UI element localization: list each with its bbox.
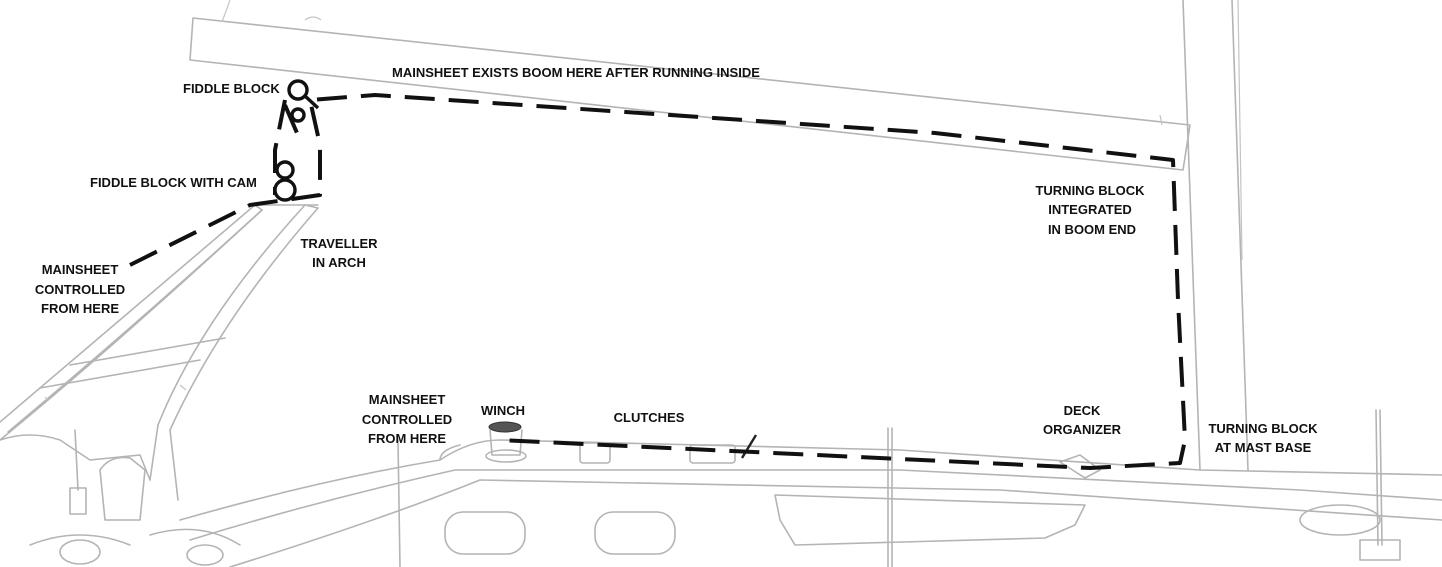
fiddle-block-sheave-icon bbox=[290, 107, 306, 123]
label-winch: WINCH bbox=[481, 403, 525, 418]
winch-icon bbox=[488, 421, 522, 433]
mast bbox=[1182, 0, 1249, 471]
fiddle-blocks bbox=[273, 79, 320, 202]
label-mainsheet-arch-3: FROM HERE bbox=[41, 301, 119, 316]
hull bbox=[179, 409, 1442, 567]
label-turning-block-mast-1: TURNING BLOCK bbox=[1208, 421, 1318, 436]
label-mainsheet-deck-3: FROM HERE bbox=[368, 431, 446, 446]
label-mainsheet-deck-1: MAINSHEET bbox=[369, 392, 446, 407]
boom bbox=[189, 0, 1191, 171]
clutch-icon bbox=[579, 442, 611, 464]
label-mainsheet-arch-1: MAINSHEET bbox=[42, 262, 119, 277]
label-mainsheet-arch-2: CONTROLLED bbox=[35, 282, 125, 297]
label-fiddle-block: FIDDLE BLOCK bbox=[183, 81, 280, 96]
label-boom-exit: MAINSHEET EXISTS BOOM HERE AFTER RUNNING… bbox=[392, 65, 760, 80]
label-fiddle-block-cam: FIDDLE BLOCK WITH CAM bbox=[90, 175, 257, 190]
deck-hardware bbox=[485, 421, 1101, 479]
deck-organizer-icon bbox=[1059, 454, 1101, 479]
label-deck-organizer-2: ORGANIZER bbox=[1043, 422, 1122, 437]
fiddle-block-cam-icon bbox=[275, 160, 295, 180]
label-mainsheet-deck-2: CONTROLLED bbox=[362, 412, 452, 427]
label-turning-block-mast-2: AT MAST BASE bbox=[1215, 440, 1312, 455]
fiddle-block-cam-sheave-icon bbox=[273, 178, 297, 202]
stern-equipment bbox=[0, 429, 241, 566]
label-traveller-2: IN ARCH bbox=[312, 255, 366, 270]
mainsheet-route bbox=[129, 93, 1187, 470]
label-clutches: CLUTCHES bbox=[614, 410, 685, 425]
label-turning-block-boom-3: IN BOOM END bbox=[1048, 222, 1136, 237]
label-turning-block-boom-2: INTEGRATED bbox=[1048, 202, 1132, 217]
labels: MAINSHEET EXISTS BOOM HERE AFTER RUNNING… bbox=[35, 65, 1318, 455]
fiddle-block-icon bbox=[287, 79, 309, 101]
label-turning-block-boom-1: TURNING BLOCK bbox=[1035, 183, 1145, 198]
label-deck-organizer-1: DECK bbox=[1064, 403, 1101, 418]
arch bbox=[0, 204, 319, 501]
clutch-icon bbox=[689, 444, 736, 464]
label-traveller-1: TRAVELLER bbox=[300, 236, 378, 251]
